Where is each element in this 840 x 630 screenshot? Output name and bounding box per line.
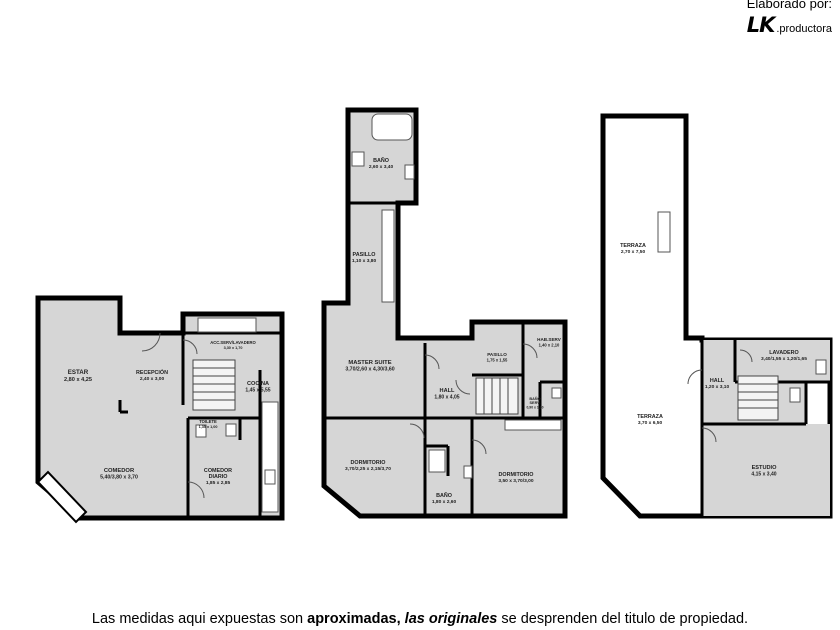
room-dimensions-label: 1,20 x 3,10 [705, 384, 730, 390]
room-dimensions-label: 3,40/1,55 x 1,20/1,65 [761, 356, 807, 362]
upper-floor-plan [321, 107, 568, 519]
room-dimensions-label: 2,70 x 7,50 [621, 249, 646, 255]
room-name-label: DORMITORIO [499, 472, 534, 478]
credits: Elaborado por: LK.productora [747, 0, 832, 37]
room-name-label: PASILLO [487, 352, 507, 357]
room-dimensions-label: 2,60 x 3,40 [369, 164, 394, 170]
room-dimensions-label: 4,15 x 3,40 [751, 471, 776, 477]
room-name-label: ESTUDIO [752, 465, 778, 471]
upper-floor-doors [409, 343, 538, 455]
disclaimer-text-3: las originales [400, 611, 498, 627]
room-name-label: HAB.SERV [537, 337, 562, 342]
room-name-label: COCINA [247, 381, 269, 387]
room-dimensions-label: 3,70/2,60 x 4,30/3,60 [345, 367, 394, 373]
room-name-label: LAVADERO [769, 350, 798, 356]
room-name-label: COMEDOR [104, 468, 135, 474]
room-dimensions-label: 3,70 x 6,50 [638, 420, 663, 426]
room-dimensions-label: 2,80 x 4,25 [64, 377, 92, 383]
logo-mark: LK [746, 13, 776, 37]
room-dimensions-label: 5,40/3,80 x 3,70 [100, 475, 138, 481]
logo-suffix: .productora [776, 23, 832, 35]
ground-floor-plan [35, 295, 285, 524]
room-dimensions-label: 1,80 x 2,60 [432, 499, 457, 505]
terrace-floor-plan [600, 113, 833, 519]
disclaimer: Las medidas aqui expuestas son aproximad… [0, 611, 840, 627]
room-name-label: BAÑO [373, 157, 389, 164]
room-dimensions-label: 1,45 x 5,55 [245, 387, 270, 393]
elaborated-by-label: Elaborado por: [746, 0, 832, 11]
upper-floor-partitions [324, 201, 565, 516]
upper-floor-stairs [475, 377, 519, 415]
company-logo: LK.productora [747, 13, 832, 37]
room-name-label: RECEPCIÓN [136, 368, 168, 376]
room-dimensions-label: 2,40 x 3,00 [140, 376, 165, 382]
upper-floor-fixtures [351, 113, 562, 479]
room-dimensions-label: 1,85 x 2,85 [206, 480, 231, 486]
room-dimensions-label: 1,35 x 1,00 [199, 425, 218, 429]
estudio-area [702, 424, 830, 516]
bay-window [36, 470, 88, 524]
terrace-stairs [737, 375, 779, 421]
room-dimensions-label: 1,80 x 4,05 [434, 394, 459, 400]
room-name-label: ACC.SERV/LAVADERO [210, 340, 256, 345]
room-name-label: BAÑO [436, 492, 452, 499]
room-dimensions-label: 1,10 x 3,80 [352, 258, 377, 264]
room-name-label: TOILETE [199, 419, 217, 424]
room-dimensions-label: 3,70/2,25 x 2,15/3,70 [345, 466, 391, 472]
ground-floor-partitions [118, 331, 282, 518]
disclaimer-text-4: se desprenden del titulo de propiedad. [497, 611, 749, 627]
room-dimensions-label: 3,30 x 1,70 [224, 346, 243, 350]
upper-floor-walls [321, 107, 568, 519]
room-name-label: MASTER SUITE [348, 360, 391, 366]
room-name-label: TERRAZA [620, 243, 646, 249]
ground-floor-area [38, 298, 282, 518]
disclaimer-text-1: Las medidas aqui expuestas son [91, 611, 308, 627]
room-name-label: HALL [710, 378, 725, 384]
ground-floor-stairs [192, 359, 236, 411]
room-dimensions-label: 0,90 x 1,20 [526, 406, 543, 410]
room-dimensions-label: 1,75 x 1,55 [487, 357, 508, 362]
room-name-label: TERRAZA [637, 414, 663, 420]
disclaimer-text-2: aproximadas, [307, 611, 401, 627]
room-name-label: PASILLO [353, 252, 376, 258]
terrace-fixtures [657, 211, 827, 403]
room-name-label: HALL [440, 388, 455, 394]
ground-floor-fixtures [195, 317, 279, 513]
room-name-label: DORMITORIO [351, 460, 386, 466]
room-dimensions-label: 1,40 x 2,10 [539, 342, 560, 347]
room-name-label: ESTAR [68, 369, 89, 376]
room-dimensions-label: 3,50 x 3,70/3,00 [498, 478, 533, 484]
terrace-doors [687, 349, 753, 443]
